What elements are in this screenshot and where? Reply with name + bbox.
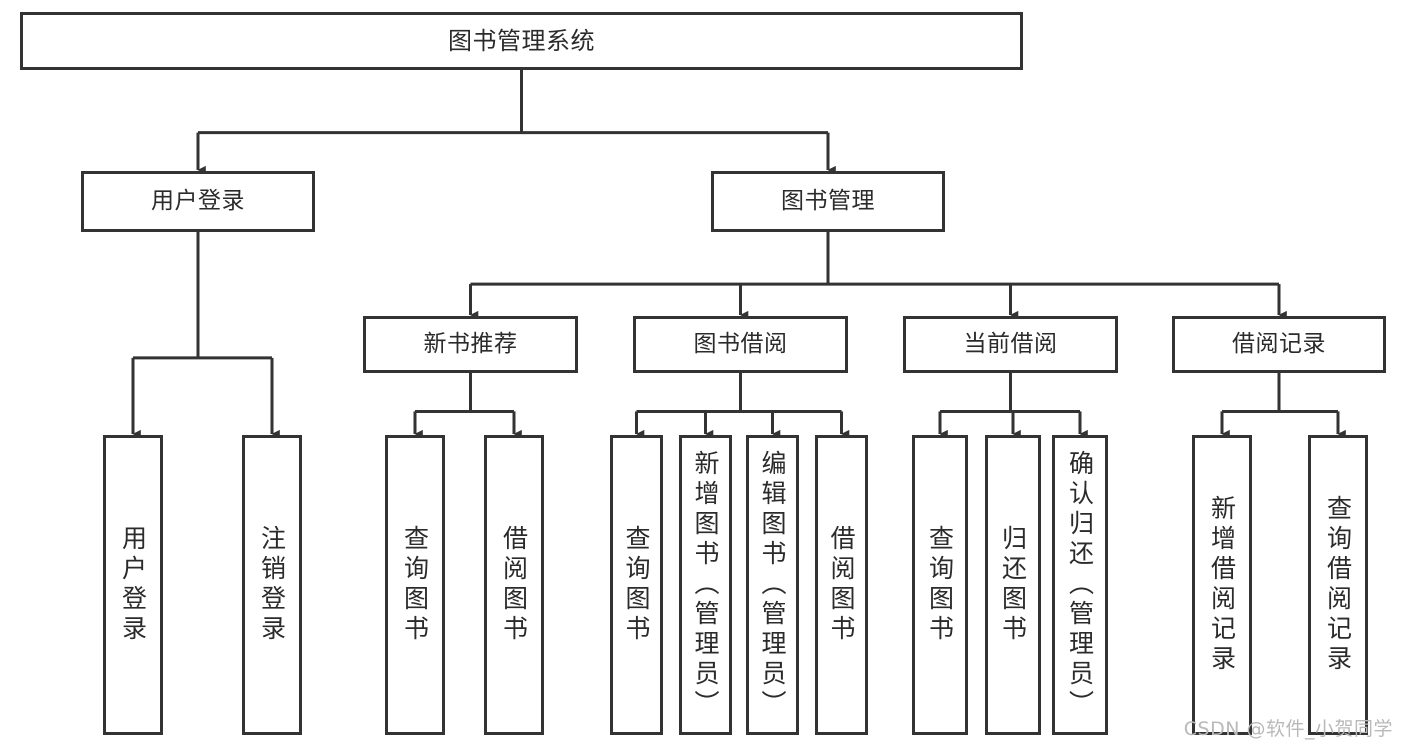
node-user-login-label: 用户登录 bbox=[151, 187, 245, 214]
node-book-borrow[interactable]: 图书借阅 bbox=[633, 316, 848, 373]
node-book-admin-label: 图书管理 bbox=[781, 187, 875, 214]
node-leaf-logout[interactable]: 注销登录 bbox=[242, 435, 302, 735]
csdn-watermark: CSDN @软件_小贺同学 bbox=[1183, 718, 1393, 740]
node-leaf-query-book-1[interactable]: 查询图书 bbox=[385, 435, 445, 735]
node-leaf-borrow-book-1-label: 借阅图书 bbox=[499, 525, 529, 645]
node-leaf-add-log-label: 新增借阅记录 bbox=[1207, 495, 1237, 675]
node-leaf-query-log-label: 查询借阅记录 bbox=[1323, 495, 1353, 675]
node-user-login[interactable]: 用户登录 bbox=[81, 171, 315, 232]
node-new-book-rec-label: 新书推荐 bbox=[423, 330, 518, 357]
node-leaf-add-log[interactable]: 新增借阅记录 bbox=[1192, 435, 1252, 735]
node-current-borrow[interactable]: 当前借阅 bbox=[903, 316, 1118, 373]
node-borrow-log-label: 借阅记录 bbox=[1232, 330, 1326, 357]
node-leaf-query-log[interactable]: 查询借阅记录 bbox=[1308, 435, 1368, 735]
node-leaf-borrow-book-2-label: 借阅图书 bbox=[827, 525, 856, 645]
node-leaf-confirm-return[interactable]: 确认归还（管理员） bbox=[1052, 435, 1108, 735]
node-leaf-add-book[interactable]: 新增图书（管理员） bbox=[679, 435, 732, 735]
node-leaf-borrow-book-2[interactable]: 借阅图书 bbox=[815, 435, 868, 735]
node-leaf-query-book-3-label: 查询图书 bbox=[925, 525, 955, 645]
node-leaf-return-book-label: 归还图书 bbox=[998, 525, 1028, 645]
node-book-admin[interactable]: 图书管理 bbox=[711, 171, 945, 232]
node-leaf-return-book[interactable]: 归还图书 bbox=[985, 435, 1041, 735]
node-leaf-query-book-3[interactable]: 查询图书 bbox=[912, 435, 968, 735]
node-root-label: 图书管理系统 bbox=[448, 26, 595, 55]
node-leaf-edit-book[interactable]: 编辑图书（管理员） bbox=[746, 435, 799, 735]
node-leaf-logout-label: 注销登录 bbox=[257, 525, 287, 645]
node-borrow-log[interactable]: 借阅记录 bbox=[1172, 316, 1386, 373]
node-leaf-confirm-return-label: 确认归还（管理员） bbox=[1065, 450, 1095, 720]
node-leaf-query-book-2[interactable]: 查询图书 bbox=[610, 435, 663, 735]
node-current-borrow-label: 当前借阅 bbox=[963, 330, 1058, 357]
node-leaf-query-book-1-label: 查询图书 bbox=[400, 525, 430, 645]
node-new-book-rec[interactable]: 新书推荐 bbox=[363, 316, 578, 373]
node-leaf-add-book-label: 新增图书（管理员） bbox=[691, 450, 720, 720]
node-leaf-user-login[interactable]: 用户登录 bbox=[103, 435, 163, 735]
node-leaf-user-login-label: 用户登录 bbox=[118, 525, 148, 645]
node-root[interactable]: 图书管理系统 bbox=[20, 12, 1023, 70]
node-leaf-edit-book-label: 编辑图书（管理员） bbox=[758, 450, 787, 720]
node-book-borrow-label: 图书借阅 bbox=[693, 330, 788, 357]
node-leaf-borrow-book-1[interactable]: 借阅图书 bbox=[484, 435, 544, 735]
node-leaf-query-book-2-label: 查询图书 bbox=[622, 525, 651, 645]
